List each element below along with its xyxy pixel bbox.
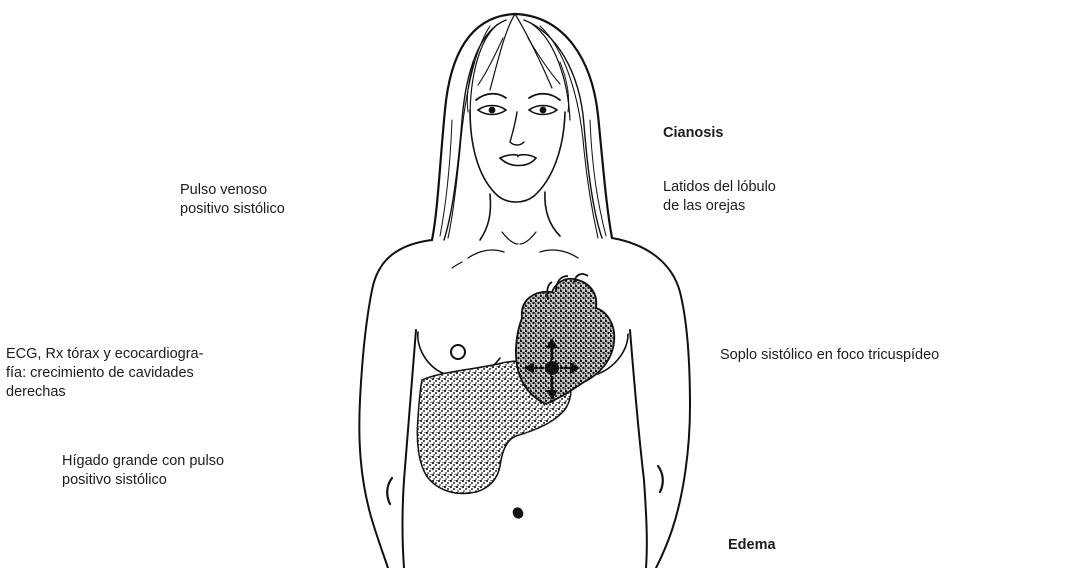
systolic-murmur-label: Soplo sistólico en foco tricuspídeo — [720, 346, 939, 365]
ecg-findings-label: ECG, Rx tórax y ecocardiogra- fía: creci… — [6, 345, 203, 402]
ear-lobe-label: Latidos del lóbulo de las orejas — [663, 178, 776, 216]
ecg-line-3: derechas — [6, 383, 203, 402]
liver-line-2: positivo sistólico — [62, 471, 224, 490]
ecg-line-1: ECG, Rx tórax y ecocardiogra- — [6, 345, 203, 364]
enlarged-liver-label: Hígado grande con pulso positivo sistóli… — [62, 452, 224, 490]
face — [470, 94, 565, 202]
hair — [432, 14, 612, 240]
ear-lobe-line-1: Latidos del lóbulo — [663, 178, 776, 197]
navel — [514, 508, 523, 517]
cyanosis-label: Cianosis — [663, 124, 723, 143]
venous-pulse-line-1: Pulso venoso — [180, 181, 285, 200]
venous-pulse-line-2: positivo sistólico — [180, 200, 285, 219]
ear-lobe-line-2: de las orejas — [663, 197, 776, 216]
murmur-text: Soplo sistólico en foco tricuspídeo — [720, 346, 939, 365]
edema-text: Edema — [728, 536, 776, 555]
heart — [516, 279, 614, 404]
ecg-line-2: fía: crecimiento de cavidades — [6, 364, 203, 383]
neck — [452, 192, 578, 268]
edema-label: Edema — [728, 536, 776, 555]
cyanosis-text: Cianosis — [663, 124, 723, 143]
venous-pulse-label: Pulso venoso positivo sistólico — [180, 181, 285, 219]
liver-line-1: Hígado grande con pulso — [62, 452, 224, 471]
